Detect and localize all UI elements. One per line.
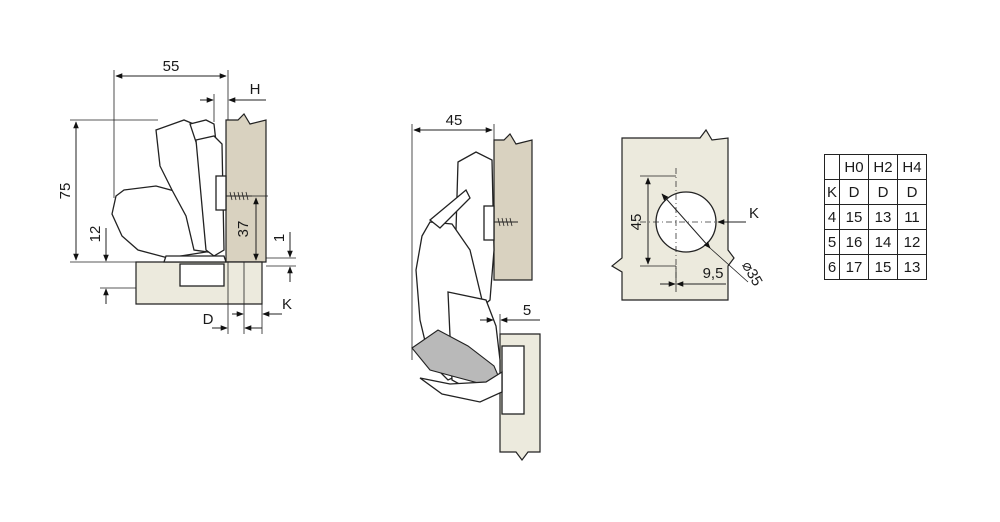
- table-header-cell: [824, 154, 840, 180]
- table-row: 5 16 14 12: [824, 229, 927, 255]
- k-d-table: H0 H2 H4 K D D D 4 15 13 11 5 16 14 12 6…: [824, 154, 927, 280]
- table-row: 6 17 15 13: [824, 254, 927, 280]
- table-cell: 13: [897, 254, 927, 280]
- dimension-45-drill: 45: [628, 175, 676, 267]
- table-header-cell: H2: [868, 154, 898, 180]
- table-header-cell: H4: [897, 154, 927, 180]
- dimension-45-open: 45: [411, 112, 495, 360]
- hinge-arm-open: [411, 151, 503, 403]
- cabinet-side-panel-open: [493, 133, 533, 281]
- hinge-body: [111, 119, 227, 263]
- drilling-view: 45 K 9,5 ⌀35: [610, 128, 766, 301]
- dimension-9-5-drill-label: 9,5: [703, 265, 724, 282]
- mounting-screw-open: [494, 217, 518, 227]
- table-cell: 15: [868, 254, 898, 280]
- table-cell: 12: [897, 229, 927, 255]
- dimension-d-k: D K: [203, 262, 292, 334]
- dimension-37-label: 37: [235, 221, 252, 238]
- table-header-row: H0 H2 H4: [824, 154, 927, 180]
- table-row: 4 15 13 11: [824, 204, 927, 230]
- diameter-label: ⌀35: [738, 258, 766, 289]
- cabinet-side-panel: [225, 113, 267, 263]
- dimension-d-label: D: [203, 311, 214, 328]
- dimension-37: 37: [235, 195, 268, 261]
- dimension-5-open-label: 5: [523, 302, 531, 319]
- door-panel-open: [499, 333, 541, 461]
- table-cell: D: [868, 179, 898, 205]
- dimension-12-label: 12: [87, 226, 104, 243]
- table-cell: 5: [824, 229, 840, 255]
- dimension-1-label: 1: [271, 234, 288, 242]
- table-cell: 4: [824, 204, 840, 230]
- table-cell: D: [897, 179, 927, 205]
- dimension-9-5-drill: 9,5: [660, 265, 726, 292]
- table-cell: 13: [868, 204, 898, 230]
- dimension-75-label: 75: [57, 183, 74, 200]
- dimension-55-label: 55: [163, 58, 180, 75]
- dimension-1: 1: [266, 232, 296, 282]
- cup-hole: [640, 168, 749, 283]
- table-cell: 15: [839, 204, 869, 230]
- table-cell: 11: [897, 204, 927, 230]
- dimension-12: 12: [87, 226, 136, 304]
- door-panel: [135, 261, 263, 305]
- table-cell: D: [839, 179, 869, 205]
- table-cell: K: [824, 179, 840, 205]
- table-cell: 16: [839, 229, 869, 255]
- table-header-cell: H0: [839, 154, 869, 180]
- dimension-h-label: H: [250, 81, 261, 98]
- side-view: 55 H 75 12 37: [57, 58, 296, 334]
- dimension-5-open: 5: [480, 302, 540, 334]
- dimension-k-drill: K: [717, 205, 759, 225]
- dimension-45-open-label: 45: [446, 112, 463, 129]
- table-cell: 6: [824, 254, 840, 280]
- dimension-75: 75: [57, 119, 158, 263]
- dimension-k-drill-label: K: [749, 205, 759, 222]
- dimension-45-drill-label: 45: [628, 214, 645, 231]
- dimension-k-label: K: [282, 296, 292, 313]
- open-view: 45 5: [411, 112, 541, 461]
- table-subheader-row: K D D D: [824, 179, 927, 205]
- table-cell: 17: [839, 254, 869, 280]
- dimension-h: H: [200, 81, 266, 122]
- table-cell: 14: [868, 229, 898, 255]
- dimension-55: 55: [113, 58, 229, 198]
- mounting-screw: [226, 191, 252, 201]
